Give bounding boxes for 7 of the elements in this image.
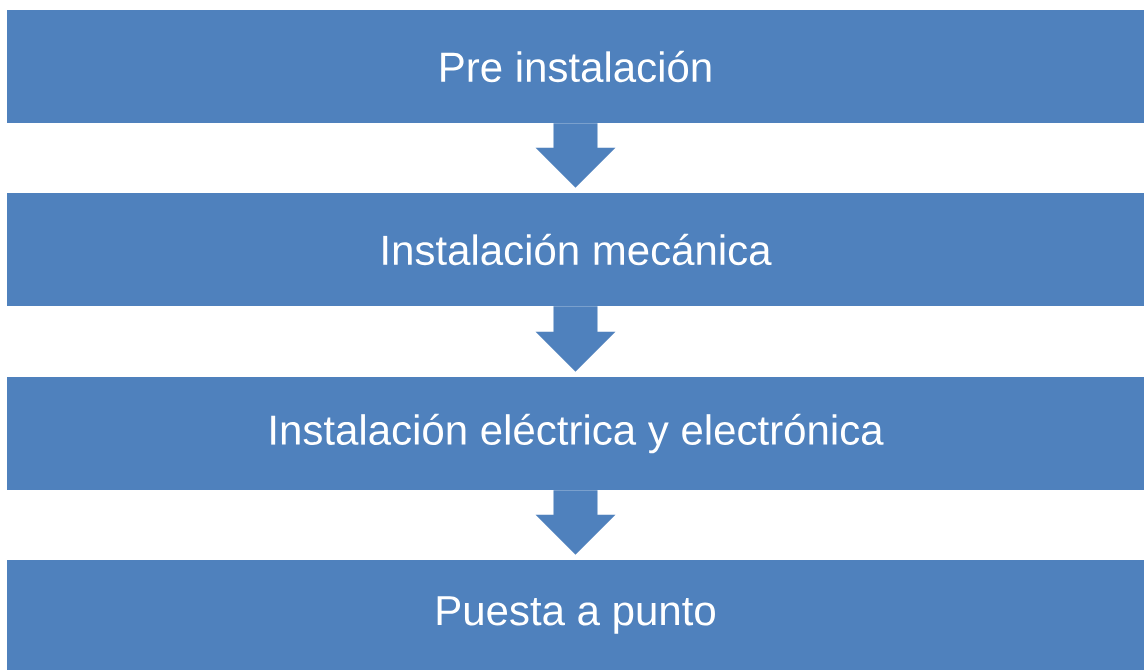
arrow xyxy=(535,123,616,188)
arrow xyxy=(535,306,616,372)
process-box: Instalación eléctrica y electrónica xyxy=(7,377,1144,490)
arrow xyxy=(535,490,616,555)
process-box: Puesta a punto xyxy=(7,560,1144,670)
process-box: Pre instalación xyxy=(7,10,1144,123)
process-box: Instalación mecánica xyxy=(7,193,1144,306)
